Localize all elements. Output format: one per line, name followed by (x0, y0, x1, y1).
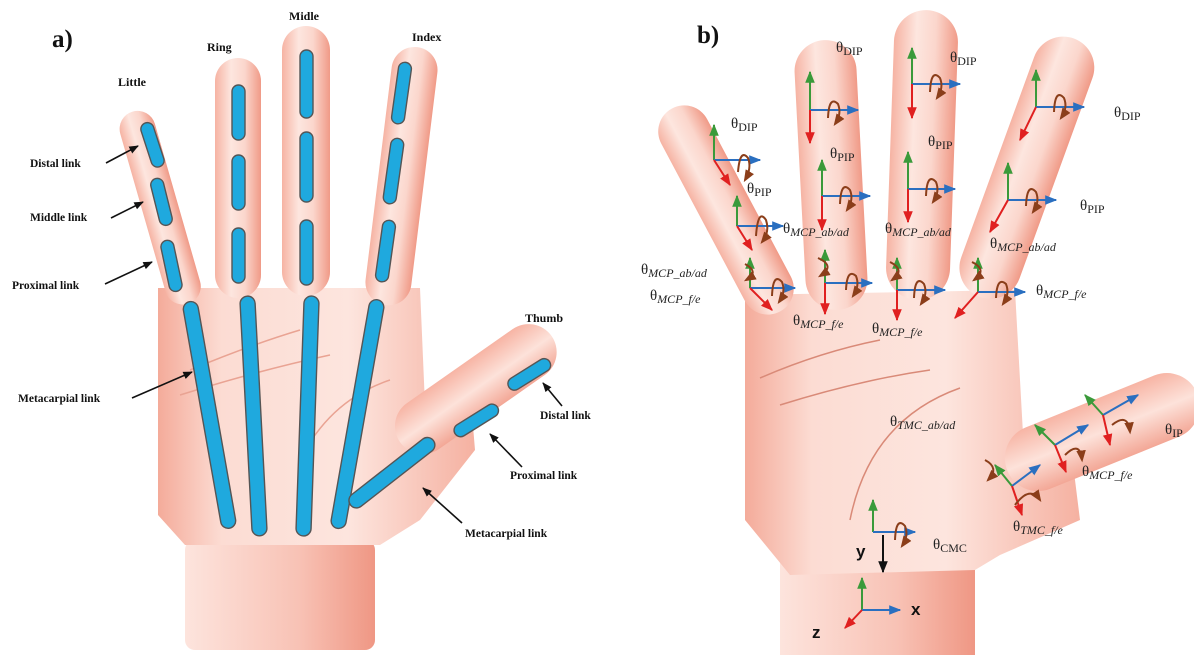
label-little: Little (118, 75, 147, 89)
axis-z-label: z (812, 623, 821, 642)
panel-a-label: a) (52, 26, 73, 53)
label-distal-link: Distal link (30, 158, 81, 170)
label-thumb: Thumb (525, 311, 563, 325)
label-index: Index (412, 30, 441, 44)
panel-b: b) (641, 9, 1194, 655)
label-middle-link: Middle link (30, 212, 88, 224)
little-finger-b (649, 96, 803, 323)
ring-finger-b (793, 39, 869, 312)
angle-ring-dip: θDIP (836, 40, 863, 58)
angle-middle-dip: θDIP (950, 50, 977, 68)
index-finger-b (951, 28, 1103, 308)
angle-little-mcp-abad: θMCP_ab/ad (641, 262, 708, 280)
angle-index-pip: θPIP (1080, 198, 1105, 216)
angle-little-pip: θPIP (747, 181, 772, 199)
label-thumb-metacarpal-link: Metacarpial link (465, 528, 548, 540)
panel-a: a) (12, 9, 591, 650)
angle-index-mcp-fe: θMCP_f/e (1036, 283, 1087, 301)
label-thumb-distal-link: Distal link (540, 410, 591, 422)
label-middle: Midle (289, 9, 320, 23)
label-ring: Ring (207, 40, 232, 54)
angle-little-mcp-fe: θMCP_f/e (650, 288, 701, 306)
axis-x-label: x (911, 600, 921, 619)
label-metacarpal-link: Metacarpial link (18, 393, 101, 405)
label-thumb-proximal-link: Proximal link (510, 470, 578, 482)
angle-little-dip: θDIP (731, 116, 758, 134)
panel-b-label: b) (697, 22, 719, 49)
label-proximal-link: Proximal link (12, 280, 80, 292)
angle-index-dip: θDIP (1114, 105, 1141, 123)
wrist (185, 540, 375, 650)
middle-finger-b (885, 9, 959, 301)
axis-y-label: y (856, 542, 866, 561)
